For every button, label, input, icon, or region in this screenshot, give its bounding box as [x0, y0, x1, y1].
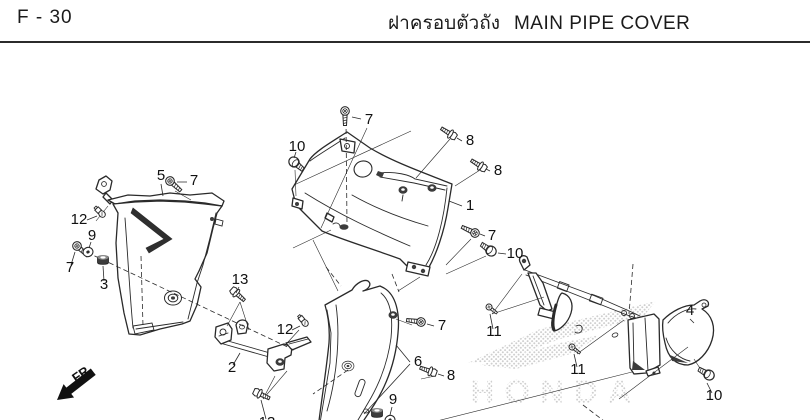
callout-leaders [70, 116, 713, 420]
part-6-under-cover [318, 279, 400, 420]
part-4-bracket-assembly [518, 255, 715, 377]
header-divider [0, 41, 810, 43]
callout-7[interactable]: 7 [488, 227, 496, 244]
page-title: ฝาครอบตัวถัง MAIN PIPE COVER [388, 8, 690, 38]
front-arrow-icon [57, 368, 96, 400]
part-5-left-side-cover [95, 175, 225, 336]
callout-8[interactable]: 8 [466, 132, 474, 149]
callout-10[interactable]: 10 [289, 138, 306, 155]
part-1-main-pipe-center-cover [291, 131, 453, 277]
callout-13[interactable]: 13 [232, 271, 249, 288]
page-code: F - 30 [17, 7, 73, 28]
callout-12[interactable]: 12 [277, 321, 294, 338]
screw-11-glyph [484, 302, 500, 317]
screw-7-glyph [340, 106, 350, 127]
grommet-boss [164, 290, 182, 306]
callout-10[interactable]: 10 [507, 245, 524, 262]
callout-11[interactable]: 11 [570, 361, 586, 378]
callout-6[interactable]: 6 [414, 353, 422, 370]
fr-label: FR. [69, 361, 95, 385]
callout-2[interactable]: 2 [228, 359, 236, 376]
part-2-pipe-stay [214, 319, 312, 372]
callout-7[interactable]: 7 [66, 259, 74, 276]
callout-12[interactable]: 12 [71, 211, 88, 228]
grommet-3-glyph [97, 254, 109, 265]
screw-7-glyph [405, 315, 427, 328]
callout-1[interactable]: 1 [466, 197, 474, 214]
under-cover-bushing [388, 311, 398, 319]
watermark-text: HONDA [471, 373, 642, 410]
washer-9-glyph [81, 245, 95, 259]
honda-wing-mark [468, 301, 656, 363]
callout-8[interactable]: 8 [447, 367, 455, 384]
callout-3[interactable]: 3 [100, 276, 108, 293]
callout-labels: 7 10 8 8 1 7 10 5 7 12 9 7 3 13 12 2 13 … [66, 111, 723, 420]
callout-7[interactable]: 7 [190, 172, 198, 189]
bolt-8-glyph [438, 123, 459, 142]
callout-5[interactable]: 5 [157, 167, 165, 184]
screw-7-glyph [163, 174, 185, 195]
grommet-3-glyph [371, 407, 383, 418]
panel-grommet [398, 186, 408, 194]
under-cover-boss [341, 360, 355, 372]
title-english: MAIN PIPE COVER [513, 13, 691, 34]
honda-wing-mark-lower [480, 335, 600, 369]
fr-direction-arrow: FR. [57, 361, 96, 400]
callout-7[interactable]: 7 [365, 111, 373, 128]
parts-diagram: HONDA [57, 106, 723, 420]
callout-9[interactable]: 9 [88, 227, 96, 244]
screw-7-glyph [459, 222, 482, 240]
callout-4[interactable]: 4 [686, 302, 694, 319]
panel-bushing [427, 184, 437, 192]
title-thai: ฝาครอบตัวถัง [388, 13, 500, 34]
callout-8[interactable]: 8 [494, 162, 502, 179]
callout-11[interactable]: 11 [486, 323, 502, 340]
callout-13[interactable]: 13 [259, 414, 276, 420]
callout-10[interactable]: 10 [706, 387, 723, 404]
stay-bushing [275, 358, 285, 366]
callout-9[interactable]: 9 [389, 391, 397, 408]
screw-10-glyph [695, 364, 717, 383]
bolt-13-glyph [251, 386, 272, 404]
callout-7[interactable]: 7 [438, 317, 446, 334]
clip-12-glyph [295, 313, 311, 329]
